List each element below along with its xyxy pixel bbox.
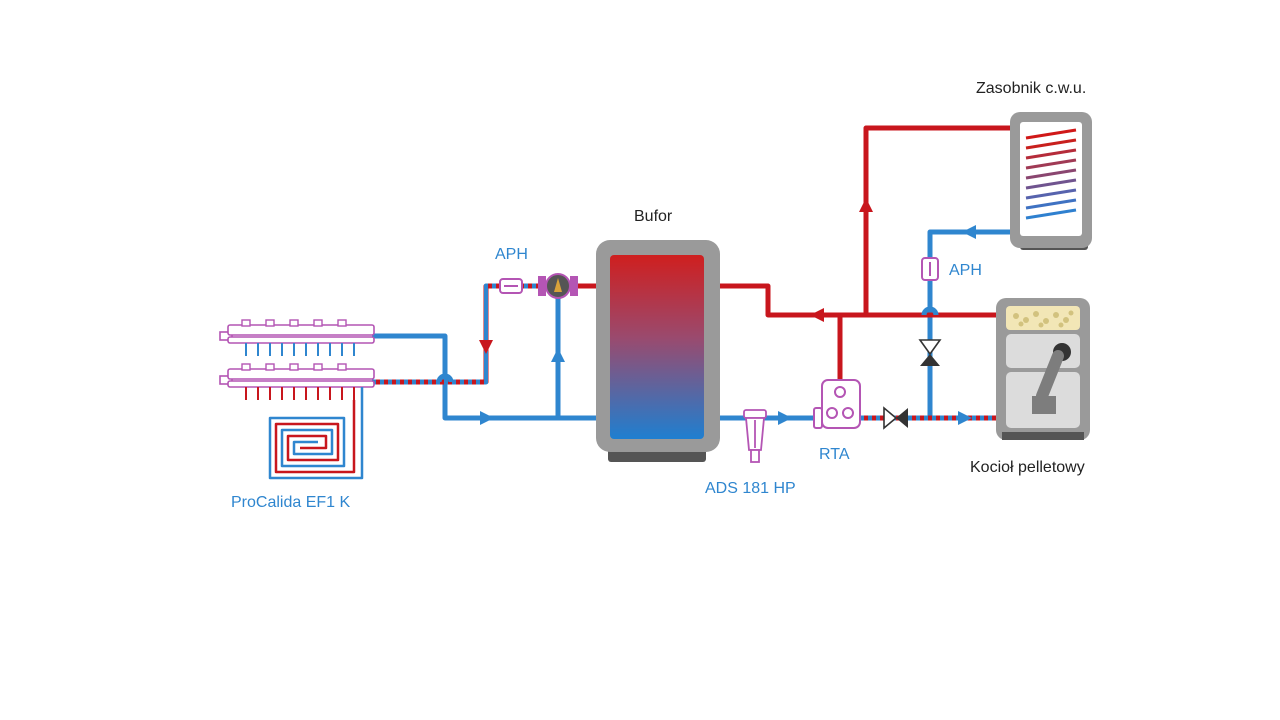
- dhw-tank-label: Zasobnik c.w.u.: [976, 80, 1086, 97]
- flow-arrow-icon: [810, 308, 824, 322]
- manifold-label: ProCalida EF1 K: [231, 494, 350, 511]
- dhw-tank-icon: [1010, 112, 1092, 250]
- ads-label: ADS 181 HP: [705, 480, 796, 497]
- floor-heating-coil-icon: [268, 387, 364, 480]
- check-valve-icon: [883, 406, 908, 430]
- flow-arrow-icon: [479, 340, 493, 354]
- flow-arrow-icon: [859, 198, 873, 212]
- buffer-label: Bufor: [634, 208, 673, 225]
- boiler-label: Kocioł pelletowy: [970, 459, 1085, 476]
- pump-icon: [538, 273, 578, 299]
- flow-arrow-icon: [962, 225, 976, 239]
- aph-icon: [921, 257, 939, 281]
- manifold-icon: [219, 319, 375, 400]
- aph-right-label: APH: [949, 262, 982, 279]
- flow-arrow-icon: [958, 411, 972, 425]
- rta-valve-icon: [813, 379, 861, 429]
- flow-arrow-icon: [778, 411, 792, 425]
- aph-icon: [499, 278, 523, 294]
- pipe-crossovers: [436, 306, 939, 383]
- pellet-boiler-icon: [996, 298, 1090, 440]
- rta-label: RTA: [819, 446, 850, 463]
- flow-arrow-icon: [480, 411, 494, 425]
- check-valve-icon: [918, 339, 942, 366]
- buffer-tank-icon: [596, 240, 720, 462]
- flow-arrow-icon: [551, 348, 565, 362]
- flow-arrows: [479, 198, 976, 425]
- ads-filter-icon: [743, 409, 767, 463]
- aph-left-label: APH: [495, 246, 528, 263]
